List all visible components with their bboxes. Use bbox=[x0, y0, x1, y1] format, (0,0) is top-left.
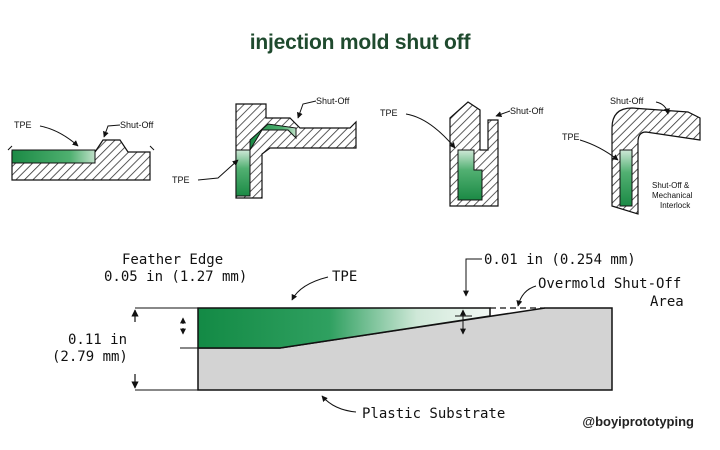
diagram-title: injection mold shut off bbox=[249, 31, 471, 54]
gap-label: 0.01 in (0.254 mm) bbox=[484, 252, 636, 268]
small-2-shutoff-label: Shut-Off bbox=[316, 96, 350, 106]
thickness-value: (2.79 mm) bbox=[52, 349, 128, 365]
small-1-tpe-label: TPE bbox=[14, 120, 32, 130]
small-2-tpe-label: TPE bbox=[172, 175, 190, 185]
main-diagram: Feather Edge 0.05 in (1.27 mm) TPE 0.01 … bbox=[52, 252, 684, 422]
small-1-shutoff-label: Shut-Off bbox=[120, 120, 154, 130]
small-diagram-4: Shut-Off TPE Shut-Off & Mechanical Inter… bbox=[562, 96, 701, 215]
substrate-label: Plastic Substrate bbox=[362, 406, 505, 422]
small-diagram-3: TPE Shut-Off bbox=[380, 101, 544, 207]
feather-edge-value: 0.05 in (1.27 mm) bbox=[104, 269, 247, 285]
watermark-text: @boyiprototyping bbox=[582, 414, 694, 429]
small-4-interlock-line-2: Mechanical bbox=[652, 191, 693, 200]
tpe-main-label: TPE bbox=[332, 269, 357, 285]
feather-edge-label: Feather Edge bbox=[122, 252, 223, 268]
small-diagram-1: TPE Shut-Off bbox=[7, 120, 155, 181]
small-3-tpe-label: TPE bbox=[380, 108, 398, 118]
small-4-shutoff-label: Shut-Off bbox=[610, 96, 644, 106]
small-4-interlock-line-3: Interlock bbox=[660, 201, 691, 210]
thickness-label: 0.11 in bbox=[68, 332, 127, 348]
overmold-label-line-2: Area bbox=[650, 294, 684, 310]
small-diagram-2: Shut-Off TPE bbox=[172, 96, 357, 199]
tpe-layer-shape bbox=[197, 307, 491, 349]
small-4-interlock-line-1: Shut-Off & bbox=[652, 181, 690, 190]
small-4-tpe-label: TPE bbox=[562, 132, 580, 142]
overmold-label-line-1: Overmold Shut-Off bbox=[538, 276, 681, 292]
small-3-shutoff-label: Shut-Off bbox=[510, 106, 544, 116]
